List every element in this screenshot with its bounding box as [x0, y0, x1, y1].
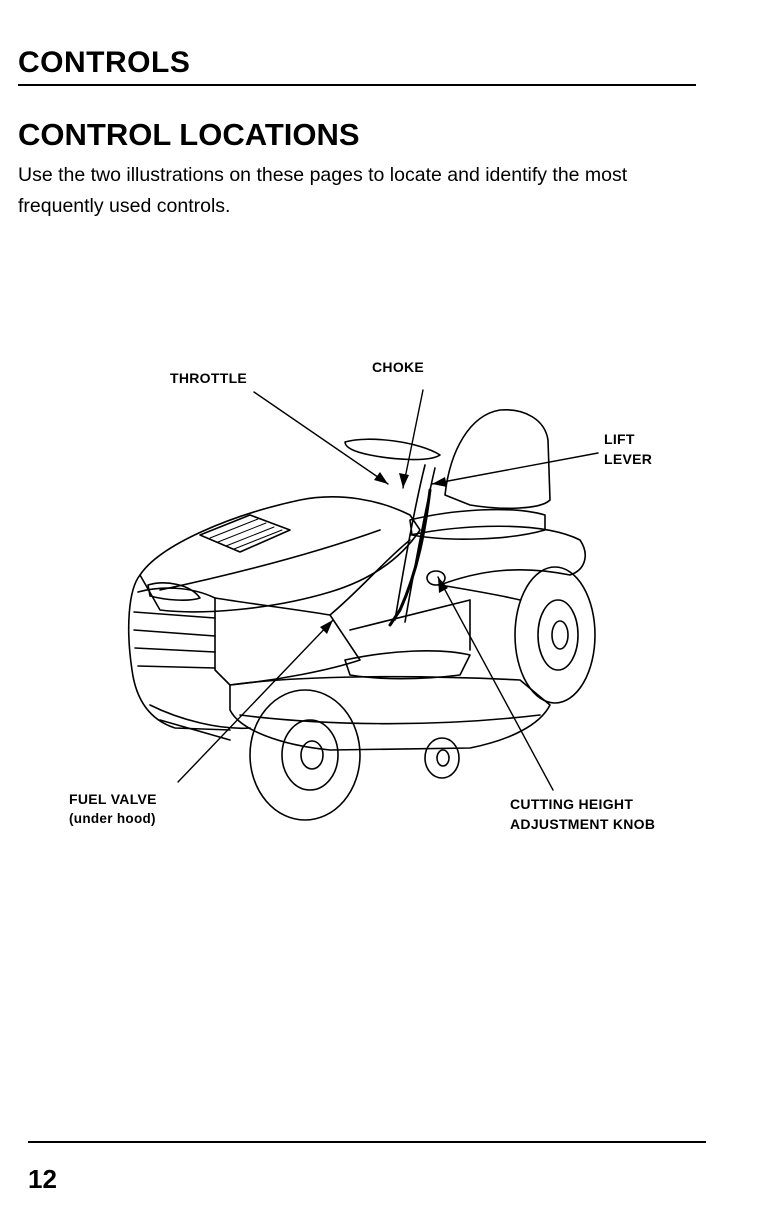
callout-lift-line1: LIFT [604, 429, 652, 449]
throttle-leader [254, 392, 388, 484]
page-number: 12 [28, 1164, 57, 1195]
callout-fuel-line2: (under hood) [69, 809, 157, 829]
footrest [345, 651, 470, 679]
callout-fuel-line1: FUEL VALVE [69, 789, 157, 809]
seat-base [410, 510, 545, 540]
mower-deck [230, 677, 550, 750]
callout-cutting-height: CUTTING HEIGHT ADJUSTMENT KNOB [510, 794, 655, 834]
callout-throttle: THROTTLE [170, 368, 247, 388]
body-side [215, 598, 360, 685]
tractor-drawing [0, 330, 774, 850]
callout-fuel-valve: FUEL VALVE (under hood) [69, 789, 157, 829]
gauge-wheel [425, 738, 459, 778]
hood-outline [140, 497, 420, 612]
front-wheel [250, 690, 360, 820]
choke-leader [403, 390, 423, 488]
callout-cutting-line1: CUTTING HEIGHT [510, 794, 655, 814]
rear-wheel [515, 567, 595, 703]
header-rule [18, 84, 696, 86]
page-heading: CONTROL LOCATIONS [18, 117, 360, 153]
seat-back [445, 410, 550, 509]
callout-choke: CHOKE [372, 357, 424, 377]
cutting-height-leader [438, 577, 553, 790]
steering-column [395, 465, 435, 622]
rear-fender [410, 526, 585, 585]
steering-wheel [345, 439, 440, 459]
hood-vents [200, 515, 290, 552]
callout-lift-lever: LIFT LEVER [604, 429, 652, 469]
callout-lift-line2: LEVER [604, 449, 652, 469]
lift-lever-leader [432, 453, 598, 484]
section-title: CONTROLS [18, 46, 190, 80]
fuel-valve-leader [178, 620, 333, 782]
tractor-illustration: THROTTLE CHOKE LIFT LEVER FUEL VALVE (un… [0, 330, 774, 850]
footer-rule [28, 1141, 706, 1143]
intro-paragraph: Use the two illustrations on these pages… [18, 160, 708, 222]
callout-cutting-line2: ADJUSTMENT KNOB [510, 814, 655, 834]
